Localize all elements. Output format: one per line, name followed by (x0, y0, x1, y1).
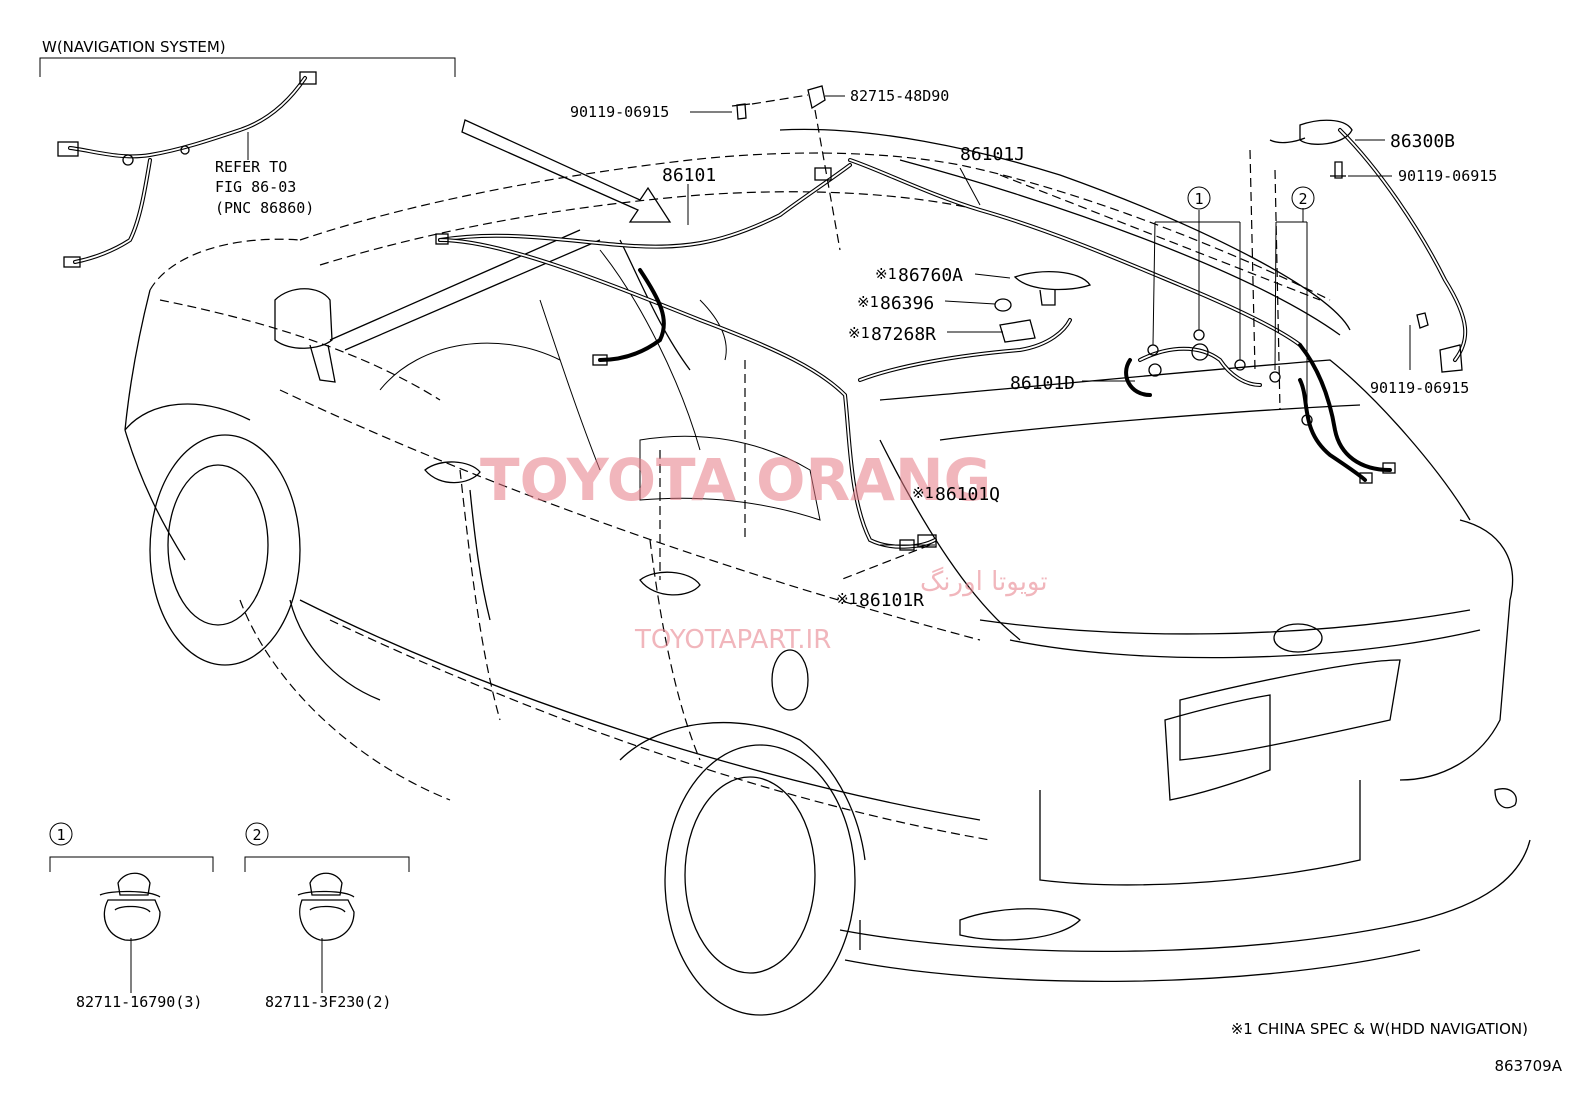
antenna-86760A (1013, 270, 1092, 306)
section-title: W(NAVIGATION SYSTEM) (42, 38, 226, 56)
watermark-main: TOYOTA ORANG (480, 446, 991, 514)
label-86300B: 86300B (1390, 131, 1455, 152)
label-86101: 86101 (662, 165, 716, 186)
refer-note-line-1: REFER TO (215, 158, 287, 176)
bolt-90119-top (731, 103, 751, 120)
mark-86101R: ※1 (836, 590, 858, 608)
watermark: TOYOTA ORANG تویوتا اورنگ TOYOTAPART.IR (480, 446, 1048, 655)
harness-86101J (848, 158, 1396, 484)
refer-note-line-3: (PNC 86860) (215, 199, 314, 217)
label-82711-3F230: 82711-3F230(2) (265, 993, 391, 1011)
watermark-url: TOYOTAPART.IR (634, 625, 831, 655)
mark-86101Q: ※1 (912, 484, 934, 502)
bolt-90119-right (1330, 161, 1346, 179)
svg-text:1: 1 (56, 826, 65, 844)
label-82711-16790: 82711-16790(3) (76, 993, 202, 1011)
label-86101D: 86101D (1010, 373, 1075, 394)
callout-2-top: 2 (1291, 186, 1315, 210)
label-86101J: 86101J (960, 144, 1025, 165)
label-87268R: 87268R (871, 324, 936, 345)
clip-82711-3F230 (297, 872, 355, 941)
callout-1-clip: 1 (49, 822, 73, 846)
refer-note-line-2: FIG 86-03 (215, 178, 296, 196)
label-82715-48D90: 82715-48D90 (850, 87, 949, 105)
mark-86396: ※1 (857, 293, 879, 311)
figure-id: 863709A (1494, 1057, 1562, 1075)
clip-82711-16790 (99, 872, 161, 941)
svg-text:1: 1 (1194, 190, 1203, 208)
svg-text:2: 2 (1298, 190, 1307, 208)
bracket-87268R (999, 319, 1036, 343)
harness-86101Q (858, 318, 1072, 382)
harness-navigation (57, 71, 317, 268)
bolt-90119-lower (1416, 312, 1429, 329)
svg-text:2: 2 (252, 826, 261, 844)
watermark-persian: تویوتا اورنگ (920, 566, 1048, 597)
clamp-82715 (807, 85, 826, 110)
harness-86300B (1269, 119, 1468, 373)
label-86396: 86396 (880, 293, 934, 314)
callout-2-clip: 2 (245, 822, 269, 846)
vehicle-outline (124, 128, 1531, 1016)
direction-arrow (461, 119, 672, 223)
harness-86101D (1124, 343, 1262, 397)
label-86101Q: 86101Q (935, 484, 1000, 505)
mark-87268R: ※1 (848, 324, 870, 342)
label-86760A: 86760A (898, 265, 963, 286)
harness-86101 (435, 163, 937, 551)
mark-86760A: ※1 (875, 265, 897, 283)
label-90119-right: 90119-06915 (1398, 167, 1497, 185)
label-86101R: 86101R (859, 590, 924, 611)
cushion-86396 (994, 298, 1012, 312)
label-90119-top: 90119-06915 (570, 103, 669, 121)
leader-lines (39, 57, 1411, 993)
callout-1-top: 1 (1187, 186, 1211, 210)
footnote: ※1 CHINA SPEC & W(HDD NAVIGATION) (1231, 1020, 1528, 1038)
label-90119-lower: 90119-06915 (1370, 379, 1469, 397)
